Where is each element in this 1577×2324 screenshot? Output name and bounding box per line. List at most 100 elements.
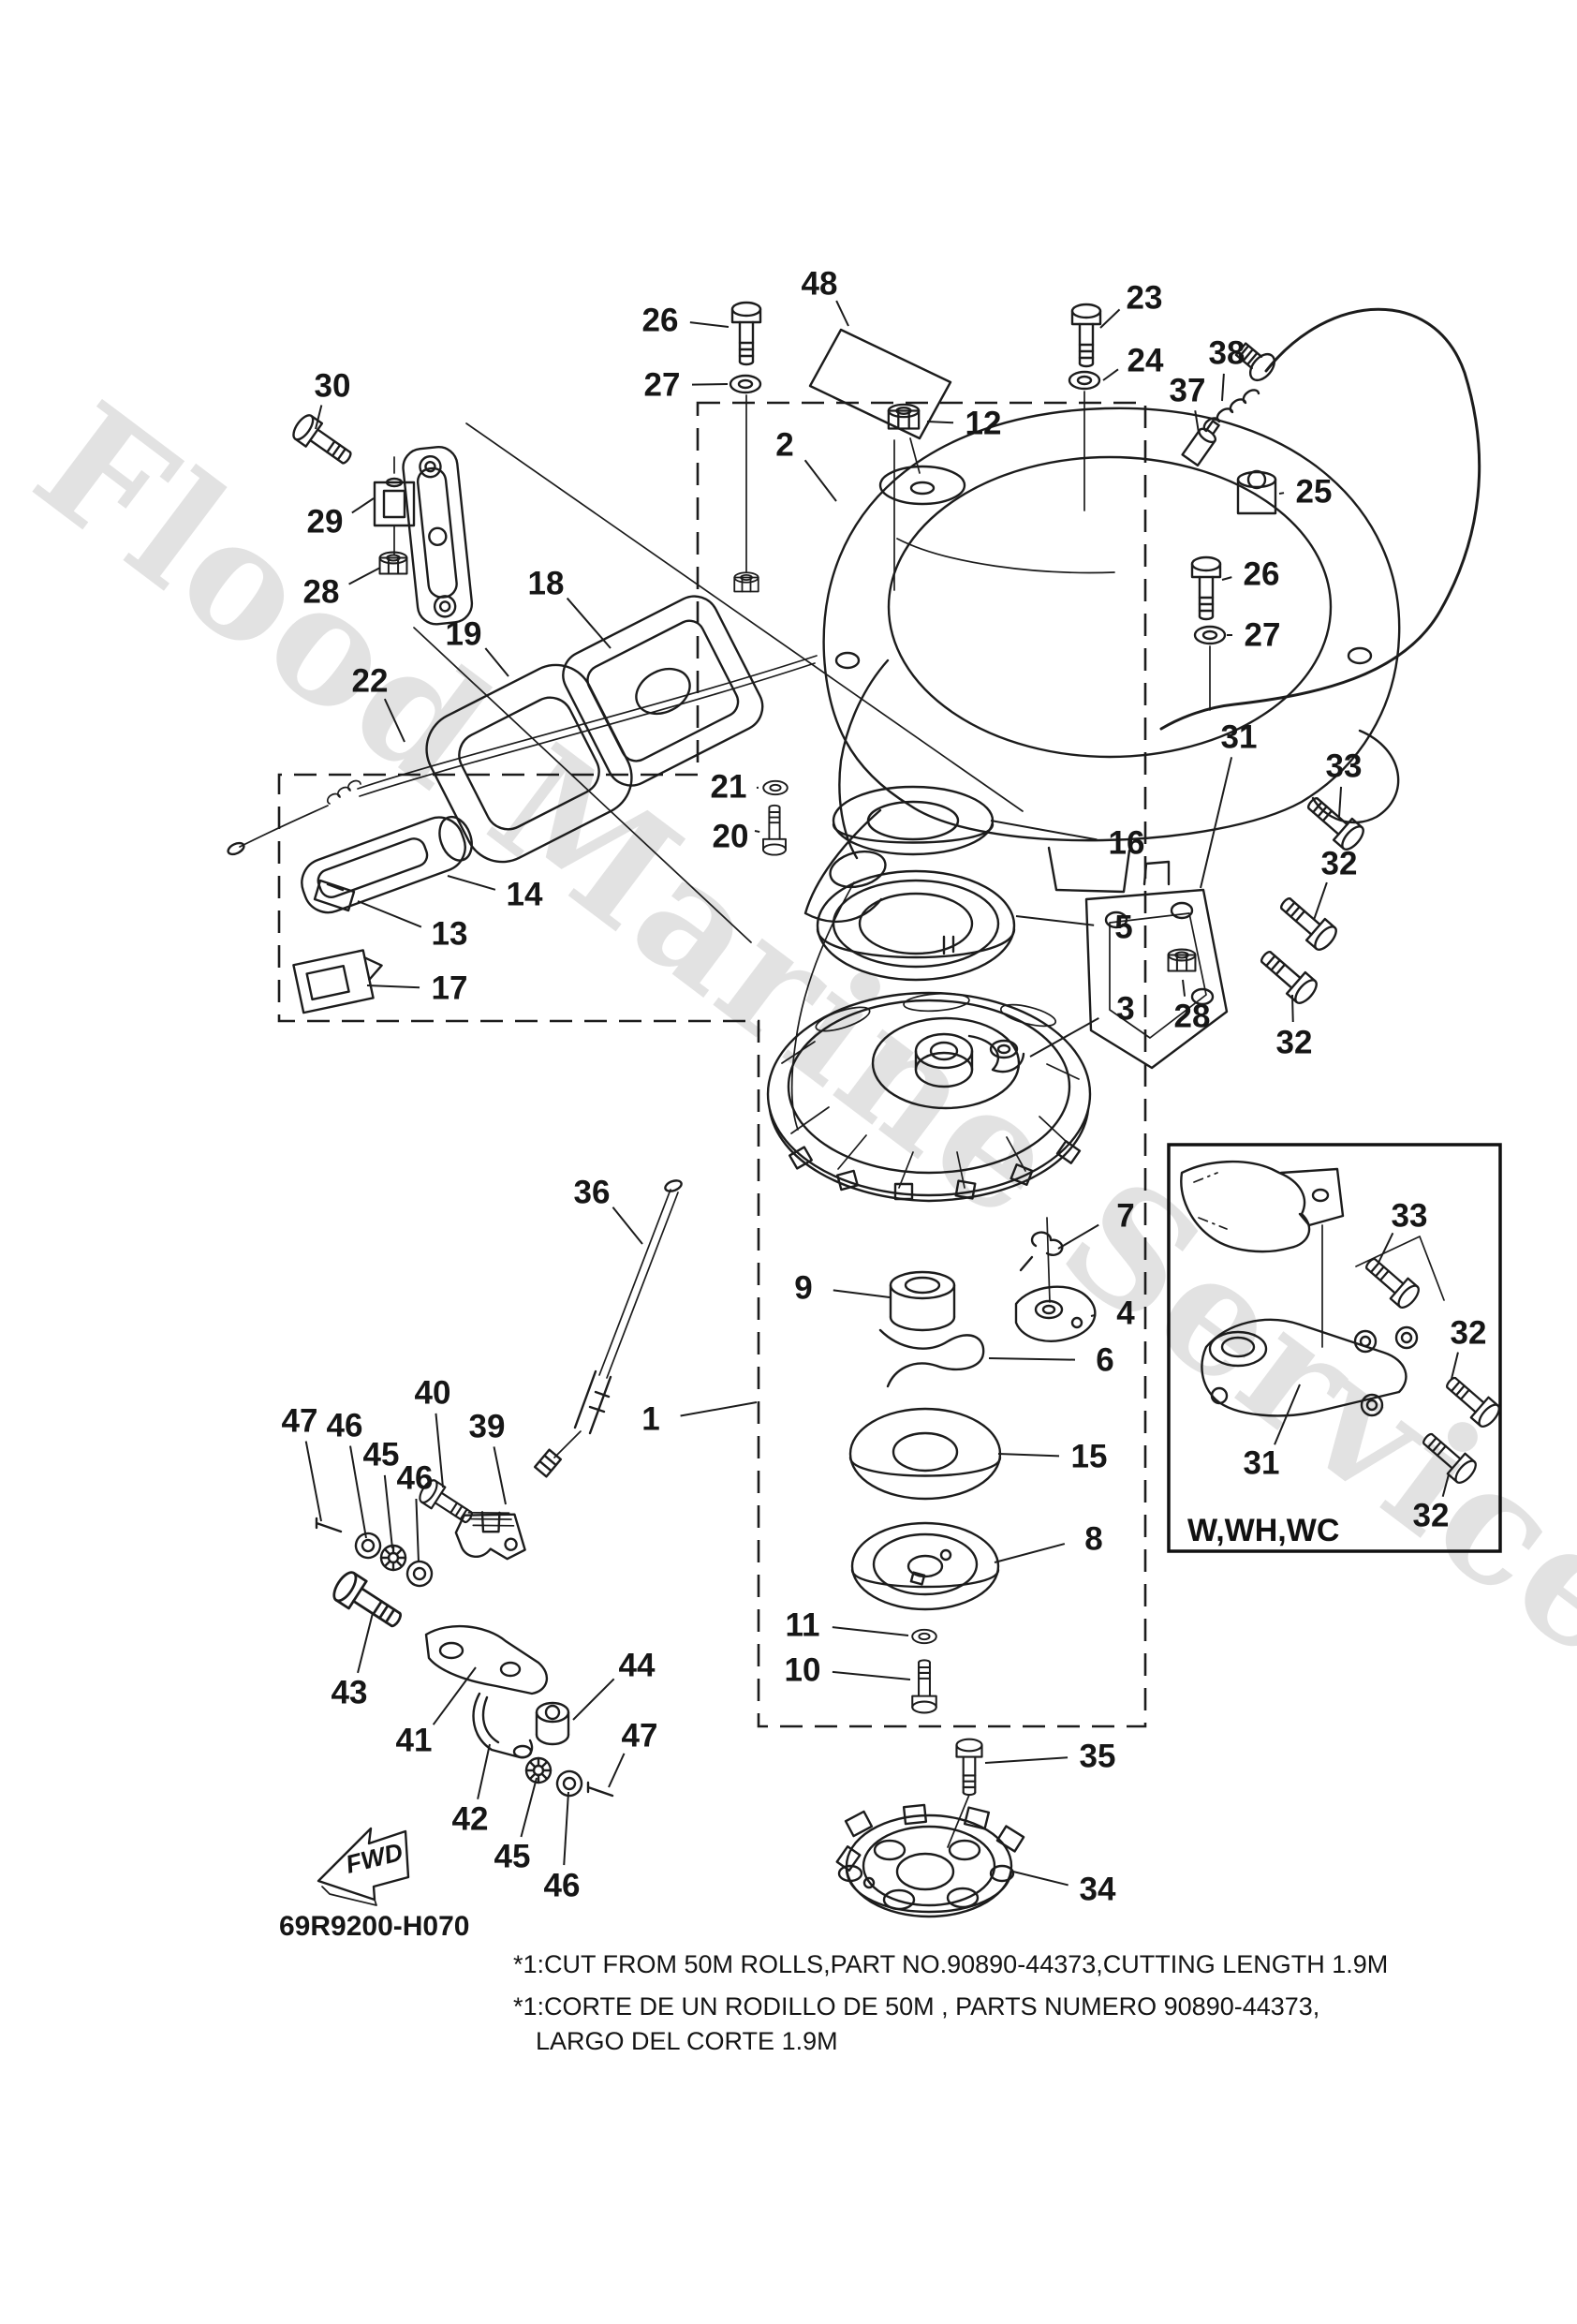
part-joint-37	[1181, 420, 1220, 467]
part-number-45: 45	[363, 1437, 400, 1473]
part-lock-cable	[1159, 307, 1481, 731]
part-bolt-30	[288, 410, 358, 472]
part-number-32: 32	[1276, 1025, 1313, 1061]
part-washer-15	[848, 1407, 1002, 1501]
leader-line-2	[803, 459, 837, 502]
part-number-38: 38	[1209, 335, 1245, 372]
part-washer-27-right	[1193, 625, 1227, 645]
mount-reference-lines	[413, 422, 1024, 943]
leader-line-33	[1378, 1232, 1394, 1264]
leader-line-47	[608, 1753, 626, 1788]
leader-line-32	[1441, 1473, 1450, 1498]
leader-line-42	[477, 1743, 491, 1799]
part-number-29: 29	[307, 504, 344, 540]
part-number-9: 9	[794, 1270, 812, 1307]
part-caution-decal	[808, 328, 952, 591]
leader-line-28	[1182, 979, 1186, 997]
part-bolt-32-upper	[1273, 890, 1341, 955]
part-star-washer-45-lower	[524, 1756, 553, 1784]
part-number-22: 22	[352, 663, 389, 700]
part-number-26: 26	[642, 303, 679, 339]
leader-line-45	[383, 1474, 393, 1549]
leader-line-47	[304, 1441, 322, 1522]
leader-line-13	[357, 900, 422, 928]
leader-line-40	[435, 1413, 444, 1488]
leader-line-4	[1090, 1313, 1097, 1317]
leader-line-34	[1012, 1871, 1069, 1887]
leader-line-32	[1313, 881, 1328, 921]
part-washer-46-lower	[553, 1767, 586, 1800]
part-washer-27-left	[729, 374, 762, 394]
axis-line	[909, 437, 921, 474]
part-clamp-29	[373, 456, 416, 555]
part-lock-rod-36	[533, 1179, 683, 1478]
artwork	[227, 301, 1504, 1918]
leader-line-17	[366, 984, 420, 989]
part-number-1: 1	[641, 1401, 659, 1438]
part-number-37: 37	[1170, 373, 1206, 409]
part-number-31: 31	[1244, 1445, 1280, 1482]
leader-line-14	[447, 875, 496, 891]
leader-line-10	[832, 1670, 911, 1680]
part-number-35: 35	[1080, 1739, 1116, 1775]
leader-line-31	[1274, 1384, 1301, 1445]
part-number-16: 16	[1109, 825, 1145, 862]
part-number-33: 33	[1326, 748, 1363, 785]
part-number-41: 41	[396, 1723, 433, 1759]
leader-line-11	[832, 1626, 909, 1636]
watermark-text: Flood Marine Services	[3, 368, 1577, 1751]
part-number-36: 36	[574, 1175, 611, 1211]
dashed-assembly-box	[277, 401, 1147, 1728]
leader-line-48	[835, 300, 849, 327]
leader-line-29	[351, 497, 375, 514]
part-number-48: 48	[802, 266, 838, 303]
part-washer-21	[762, 779, 788, 796]
leader-line-24	[1102, 368, 1119, 381]
leader-line-32	[1291, 994, 1294, 1023]
part-number-17: 17	[432, 970, 468, 1007]
fwd-arrow	[317, 1827, 410, 1906]
part-number-28: 28	[1174, 999, 1211, 1035]
part-number-14: 14	[507, 877, 543, 913]
part-bushing-9	[889, 1270, 956, 1332]
part-number-11: 11	[786, 1607, 820, 1644]
leader-line-44	[572, 1678, 615, 1721]
part-handle-frame	[425, 663, 633, 864]
leader-line-5	[1015, 915, 1095, 926]
part-number-44: 44	[619, 1648, 656, 1684]
part-number-4: 4	[1116, 1295, 1135, 1332]
leader-line-25	[1278, 492, 1285, 495]
part-number-15: 15	[1071, 1439, 1108, 1475]
part-pawl-spring-6	[878, 1328, 985, 1388]
part-grip-handle	[301, 815, 473, 914]
part-number-42: 42	[452, 1801, 489, 1838]
leader-line-33	[1338, 786, 1343, 818]
part-ring-46-mid	[404, 1558, 435, 1590]
axis-line	[947, 1794, 970, 1848]
part-bolt-33	[1300, 790, 1368, 854]
part-number-45: 45	[494, 1839, 531, 1875]
part-number-43: 43	[332, 1675, 368, 1711]
part-number-34: 34	[1080, 1872, 1116, 1908]
part-number-46: 46	[327, 1408, 363, 1444]
part-damper-25	[1236, 469, 1277, 515]
part-nut-boss	[733, 571, 759, 593]
leader-line-36	[612, 1206, 643, 1245]
footnote-line-3: LARGO DEL CORTE 1.9M	[536, 2027, 838, 2055]
part-latch-17	[292, 949, 383, 1014]
part-washer-46-upper	[351, 1529, 385, 1562]
part-number-32: 32	[1451, 1315, 1487, 1352]
part-number-18: 18	[528, 566, 565, 602]
part-bolt-26-right	[1190, 555, 1222, 621]
part-number-33: 33	[1392, 1198, 1428, 1235]
leader-line-19	[484, 647, 509, 677]
inset-variant-box	[1167, 1143, 1502, 1553]
leader-line-46	[415, 1498, 420, 1563]
part-pin-47-lower	[586, 1781, 614, 1798]
part-rope-anchor-13	[313, 879, 356, 912]
part-washer-11	[911, 1628, 937, 1645]
inset-artwork	[1180, 1160, 1504, 1488]
part-number-31: 31	[1221, 719, 1258, 756]
part-bolt-26-left	[730, 301, 762, 366]
